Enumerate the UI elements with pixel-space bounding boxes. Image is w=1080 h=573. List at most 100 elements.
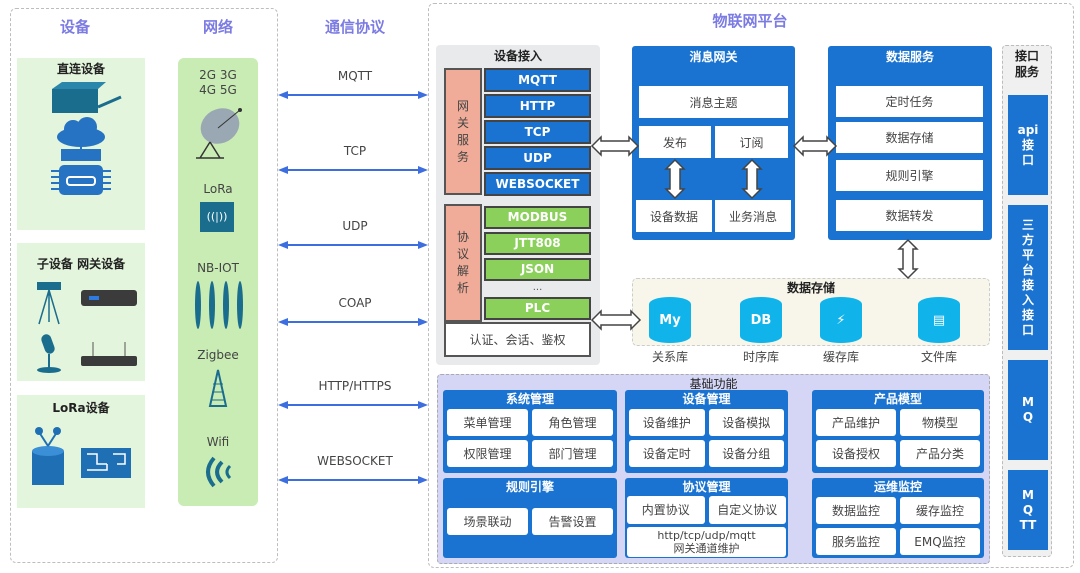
interface-item: M Q (1008, 360, 1048, 460)
module-item: http/tcp/udp/mqtt 网关通道维护 (627, 527, 786, 557)
sub-gateway-device-icons (37, 282, 137, 373)
database-label: 时序库 (742, 350, 779, 364)
zigbee-tower-icon (208, 369, 228, 407)
module-title: 系统管理 (505, 392, 554, 406)
gateway-protocol-item: MQTT (484, 68, 591, 92)
network-nb-iot: NB-IOT (197, 261, 239, 275)
network-zigbee: Zigbee (197, 348, 239, 362)
interface-item: M Q TT (1008, 470, 1048, 550)
module-0: 系统管理菜单管理角色管理权限管理部门管理 (443, 390, 617, 473)
module-3: 规则引擎场景联动告警设置 (443, 478, 617, 558)
protocol-label-udp: UDP (342, 219, 368, 233)
message-topic-box: 消息主题 (639, 86, 788, 118)
database-label: 缓存库 (822, 350, 859, 364)
protocol-label-tcp: TCP (343, 144, 367, 158)
module-title: 规则引擎 (505, 480, 554, 494)
camera-tripod-icon (37, 282, 61, 325)
module-item: 场景联动 (447, 508, 528, 535)
auth-session-box: 认证、会话、鉴权 (444, 322, 591, 357)
protocol-label-websocket: WEBSOCKET (317, 454, 393, 468)
business-message-box: 业务消息 (715, 200, 791, 232)
lora-device-title: LoRa设备 (52, 401, 110, 415)
protocol-arrow (278, 166, 428, 174)
device-access-title: 设备接入 (493, 49, 542, 63)
sub-gateway-device-group: 子设备 网关设备 (17, 243, 145, 381)
publish-box: 发布 (639, 126, 711, 158)
module-item: 内置协议 (627, 496, 705, 524)
module-item: 菜单管理 (447, 409, 528, 436)
module-item: 产品分类 (900, 440, 980, 467)
car-chip-icon (51, 165, 111, 195)
protocol-label-mqtt: MQTT (337, 69, 373, 83)
module-item: 自定义协议 (708, 496, 786, 524)
gateway-service-label: 网 关 服 务 (444, 68, 482, 195)
device-network-panel (10, 8, 278, 563)
module-title: 运维监控 (873, 480, 922, 494)
interface-item: api 接 口 (1008, 95, 1048, 195)
data-service-item: 数据转发 (836, 200, 983, 231)
module-item: 告警设置 (532, 508, 613, 535)
data-service-item: 规则引擎 (836, 160, 983, 191)
network-column: 2G 3G 4G 5G LoRa ((|)) NB-IOT Zigbee Wif… (178, 58, 258, 506)
gateway-protocol-item: TCP (484, 120, 591, 144)
lora-device-icons (32, 427, 131, 485)
lora-antenna-icon: ((|)) (200, 202, 234, 232)
data-service-item: 定时任务 (836, 86, 983, 117)
module-item: 服务监控 (816, 528, 896, 555)
module-item: 部门管理 (532, 440, 613, 467)
sensor-node-icon (32, 427, 64, 485)
parse-protocol-item: JSON (484, 258, 591, 281)
module-item: 角色管理 (532, 409, 613, 436)
satellite-dish-icon (196, 108, 242, 159)
direct-device-group: 直连设备 (17, 58, 145, 230)
wifi-router-icon (81, 342, 137, 366)
data-service-title: 数据服务 (885, 50, 934, 64)
module-item: 设备授权 (816, 440, 896, 467)
module-item: EMQ监控 (900, 528, 980, 555)
devices-column-title: 设备 (59, 18, 90, 36)
parse-protocol-ellipsis: ... (532, 282, 543, 293)
parse-protocol-item: JTT808 (484, 232, 591, 255)
network-wifi: Wifi (206, 435, 230, 449)
parse-protocol-item: PLC (484, 297, 591, 320)
router-box-icon (52, 82, 122, 113)
direct-device-icons (51, 82, 122, 195)
network-column-title: 网络 (202, 18, 233, 36)
parse-protocol-item: MODBUS (484, 206, 591, 229)
protocol-label-http-https: HTTP/HTTPS (318, 379, 392, 393)
sub-gateway-device-title: 子设备 网关设备 (36, 257, 126, 271)
module-item: 物模型 (900, 409, 980, 436)
circuit-board-icon (81, 448, 131, 478)
lora-device-group: LoRa设备 (17, 395, 145, 508)
module-1: 设备管理设备维护设备模拟设备定时设备分组 (625, 390, 788, 473)
database-label: 关系库 (651, 350, 688, 364)
protocol-column-title: 通信协议 (324, 18, 385, 36)
platform-title: 物联网平台 (712, 12, 788, 30)
interface-item: 三 方 平 台 接 入 接 口 (1008, 205, 1048, 350)
data-storage-title: 数据存储 (786, 281, 835, 295)
database-cylinder-icon: ⚡ (820, 297, 862, 343)
device-data-box: 设备数据 (636, 200, 712, 232)
iot-platform-panel (428, 3, 1074, 568)
protocol-arrow (278, 476, 428, 484)
module-item: 设备维护 (629, 409, 705, 436)
gateway-protocol-item: UDP (484, 146, 591, 170)
base-functions-title: 基础功能 (689, 377, 738, 391)
data-service-item: 数据存储 (836, 122, 983, 153)
module-item: 权限管理 (447, 440, 528, 467)
protocol-label-coap: COAP (338, 296, 372, 310)
module-title: 产品模型 (873, 392, 922, 406)
database-label: 文件库 (920, 350, 957, 364)
direct-device-title: 直连设备 (56, 62, 105, 76)
subscribe-box: 订阅 (715, 126, 788, 158)
protocol-arrow (278, 318, 428, 326)
gateway-protocol-item: HTTP (484, 94, 591, 118)
module-title: 设备管理 (682, 392, 731, 406)
module-item: 缓存监控 (900, 497, 980, 524)
database-cylinder-icon: My (649, 297, 691, 343)
network-cellular: 2G 3G 4G 5G (199, 68, 237, 97)
database-cylinder-icon: ▤ (918, 297, 960, 343)
module-2: 产品模型产品维护物模型设备授权产品分类 (812, 390, 984, 473)
network-lora: LoRa (203, 182, 233, 196)
